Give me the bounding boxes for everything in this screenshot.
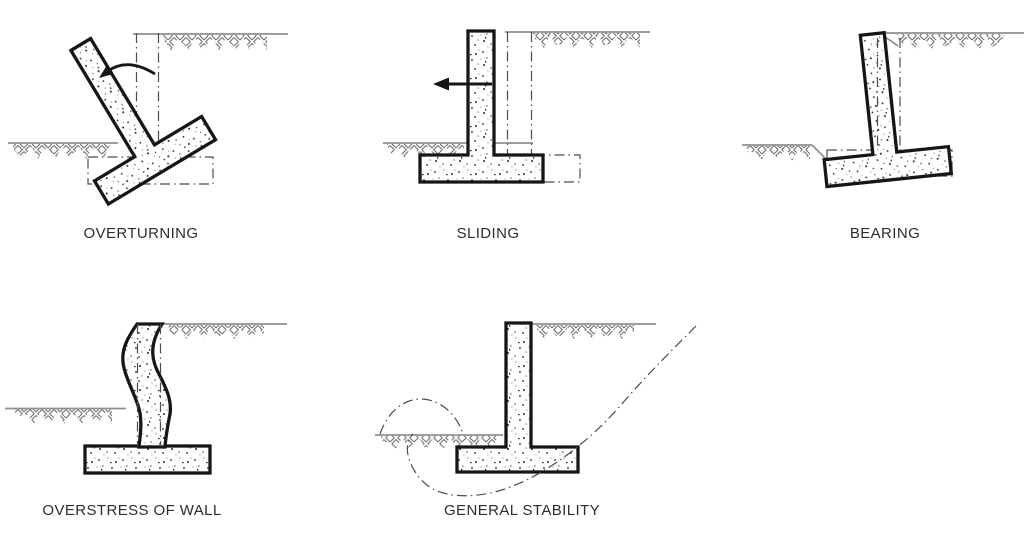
overstress-label: OVERSTRESS OF WALL: [42, 502, 222, 519]
shifted-retaining-wall: [418, 29, 545, 184]
bearing-diagram: [742, 30, 1024, 189]
soil-hatch-low: [12, 144, 110, 159]
rotation-arrowhead-icon: [99, 66, 113, 78]
general-stability-diagram: [375, 321, 697, 497]
general-stability-label: GENERAL STABILITY: [443, 502, 601, 519]
soil-hatch-high: [897, 34, 1004, 50]
wall-footing: [83, 444, 212, 475]
rotation-arrow-icon: [107, 63, 156, 76]
soil-hatch-high: [536, 325, 634, 340]
overturning-label: OVERTURNING: [83, 225, 199, 242]
overturning-diagram: [8, 33, 288, 207]
sliding-arrowhead-icon: [433, 77, 449, 91]
sliding-diagram: [383, 29, 650, 184]
soil-hatch-low: [387, 144, 464, 159]
sliding-label: SLIDING: [456, 225, 520, 242]
soil-hatch-high: [533, 33, 640, 49]
soil-hatch-low: [381, 436, 498, 450]
retaining-wall: [455, 321, 580, 474]
bearing-label: BEARING: [849, 225, 921, 242]
soil-hatch-high: [163, 35, 267, 51]
slip-circle-curve: [406, 325, 697, 497]
soil-hatch-high: [168, 325, 264, 340]
settled-tilted-retaining-wall: [822, 30, 954, 189]
soil-hatch-low: [14, 409, 112, 425]
overstress-diagram: [5, 322, 287, 475]
buckled-wall-stem: [121, 322, 173, 449]
soil-hatch-low: [746, 146, 810, 161]
heave-mound-curve: [379, 398, 464, 435]
